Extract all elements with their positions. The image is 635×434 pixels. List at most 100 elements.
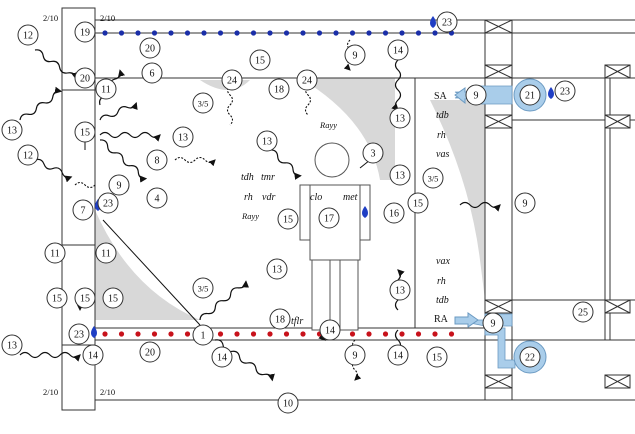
- label-ra-tdb: tdb: [436, 295, 449, 306]
- water-drop-icon: [91, 326, 97, 338]
- label-ra-rh: rh: [437, 276, 446, 287]
- circle-number: 23: [103, 199, 113, 210]
- circle-number: 3/5: [428, 174, 439, 184]
- circle-number: 15: [432, 353, 442, 364]
- circle-number: 15: [413, 199, 423, 210]
- floor-dot: [151, 331, 158, 337]
- circle-number: 13: [272, 265, 282, 276]
- circle-number: 9: [117, 181, 122, 192]
- component-circle-15: 15: [74, 121, 96, 143]
- component-circle-11: 11: [95, 78, 117, 100]
- circle-number: 23: [560, 87, 570, 98]
- component-circle-14: 14: [82, 344, 104, 366]
- circle-number: 22: [525, 353, 535, 364]
- label-met: met: [343, 192, 358, 203]
- component-circle-13: 13: [256, 130, 278, 152]
- ceiling-dot: [135, 30, 141, 36]
- circle-number: 8: [155, 156, 160, 167]
- circle-number: 14: [88, 351, 98, 362]
- component-circle-15: 15: [46, 287, 68, 309]
- circle-number: 20: [80, 74, 90, 85]
- circle-number: 3/5: [198, 99, 209, 109]
- component-circle-3: 3: [362, 142, 384, 164]
- component-circle-13: 13: [389, 279, 411, 301]
- floor-dot: [300, 331, 306, 337]
- component-circle-9: 9: [344, 344, 366, 366]
- label-rh: rh: [244, 192, 253, 203]
- component-circle-25: 25: [572, 301, 594, 323]
- component-circle-3-5: 3/5: [422, 167, 444, 189]
- ceiling-dot: [382, 30, 389, 36]
- ceiling-dot: [415, 30, 422, 36]
- ceiling-dot: [168, 30, 174, 36]
- circle-number: 21: [525, 91, 535, 102]
- label-2-10-bottom-left: 2/10: [43, 387, 58, 397]
- circle-number: 9: [491, 319, 496, 330]
- circle-number: 15: [108, 294, 118, 305]
- label-sa-vas: vas: [436, 149, 449, 160]
- component-circle-12: 12: [17, 144, 39, 166]
- floor-dot: [349, 331, 356, 337]
- component-circle-14: 14: [387, 344, 409, 366]
- circle-number: 14: [217, 353, 227, 364]
- ceiling-dot: [118, 30, 125, 36]
- component-circle-19: 19: [74, 21, 96, 43]
- component-circle-13: 13: [1, 119, 23, 141]
- circle-number: 17: [324, 214, 334, 225]
- circle-number: 9: [474, 91, 479, 102]
- ceiling-dot: [432, 30, 438, 36]
- label-ra: RA: [434, 314, 449, 325]
- circle-number: 16: [389, 209, 399, 220]
- component-circle-23: 23: [68, 323, 90, 345]
- component-circle-10: 10: [277, 392, 299, 414]
- label-t-dh: tdh: [241, 172, 254, 183]
- circle-number: 13: [178, 133, 188, 144]
- label-r-ay-ceiling: Rayy: [319, 120, 337, 130]
- component-circle-1: 1: [192, 324, 214, 346]
- floor-dot: [118, 331, 125, 337]
- component-circle-16: 16: [383, 202, 405, 224]
- label-sa-tdb: tdb: [436, 110, 449, 121]
- component-circle-9: 9: [108, 174, 130, 196]
- circle-number: 24: [227, 76, 237, 87]
- component-circle-24: 24: [296, 69, 318, 91]
- circle-number: 15: [80, 294, 90, 305]
- floor-dot: [283, 331, 290, 337]
- ceiling-dot: [102, 30, 108, 36]
- label-2-10-top-right: 2/10: [100, 13, 115, 23]
- component-circle-20: 20: [139, 341, 161, 363]
- component-circle-14: 14: [319, 319, 341, 341]
- circle-number: 11: [101, 249, 111, 260]
- ceiling-dot: [316, 30, 323, 36]
- ceiling-dot: [201, 30, 207, 36]
- circle-number: 13: [395, 114, 405, 125]
- component-circle-23: 23: [97, 192, 119, 214]
- component-circle-15: 15: [407, 192, 429, 214]
- component-circle-15: 15: [102, 287, 124, 309]
- floor-dot: [382, 331, 389, 337]
- occupant-figure: [299, 142, 371, 331]
- circle-number: 6: [150, 69, 155, 80]
- circle-number: 13: [262, 137, 272, 148]
- floor-dot: [102, 331, 108, 337]
- component-circle-11: 11: [95, 242, 117, 264]
- text-labels: 2/10 2/10 2/10 2/10 tdh tmr rh vdr Rayy …: [43, 13, 450, 397]
- circle-number: 19: [80, 28, 90, 39]
- floor-dot: [267, 331, 273, 337]
- circle-number: 13: [395, 286, 405, 297]
- circle-number: 18: [274, 85, 284, 96]
- component-circle-3-5: 3/5: [192, 92, 214, 114]
- component-circle-22: 22: [519, 346, 541, 368]
- component-circle-13: 13: [266, 258, 288, 280]
- circle-number: 9: [353, 351, 358, 362]
- component-circle-15: 15: [426, 346, 448, 368]
- component-circle-9: 9: [465, 84, 487, 106]
- component-circle-23: 23: [554, 80, 576, 102]
- ceiling-dot: [184, 30, 191, 36]
- ceiling-dot: [283, 30, 290, 36]
- circle-number: 20: [145, 44, 155, 55]
- ceiling-dot: [250, 30, 257, 36]
- component-circle-18: 18: [268, 78, 290, 100]
- ceiling-dot: [267, 30, 273, 36]
- circle-number: 15: [283, 215, 293, 226]
